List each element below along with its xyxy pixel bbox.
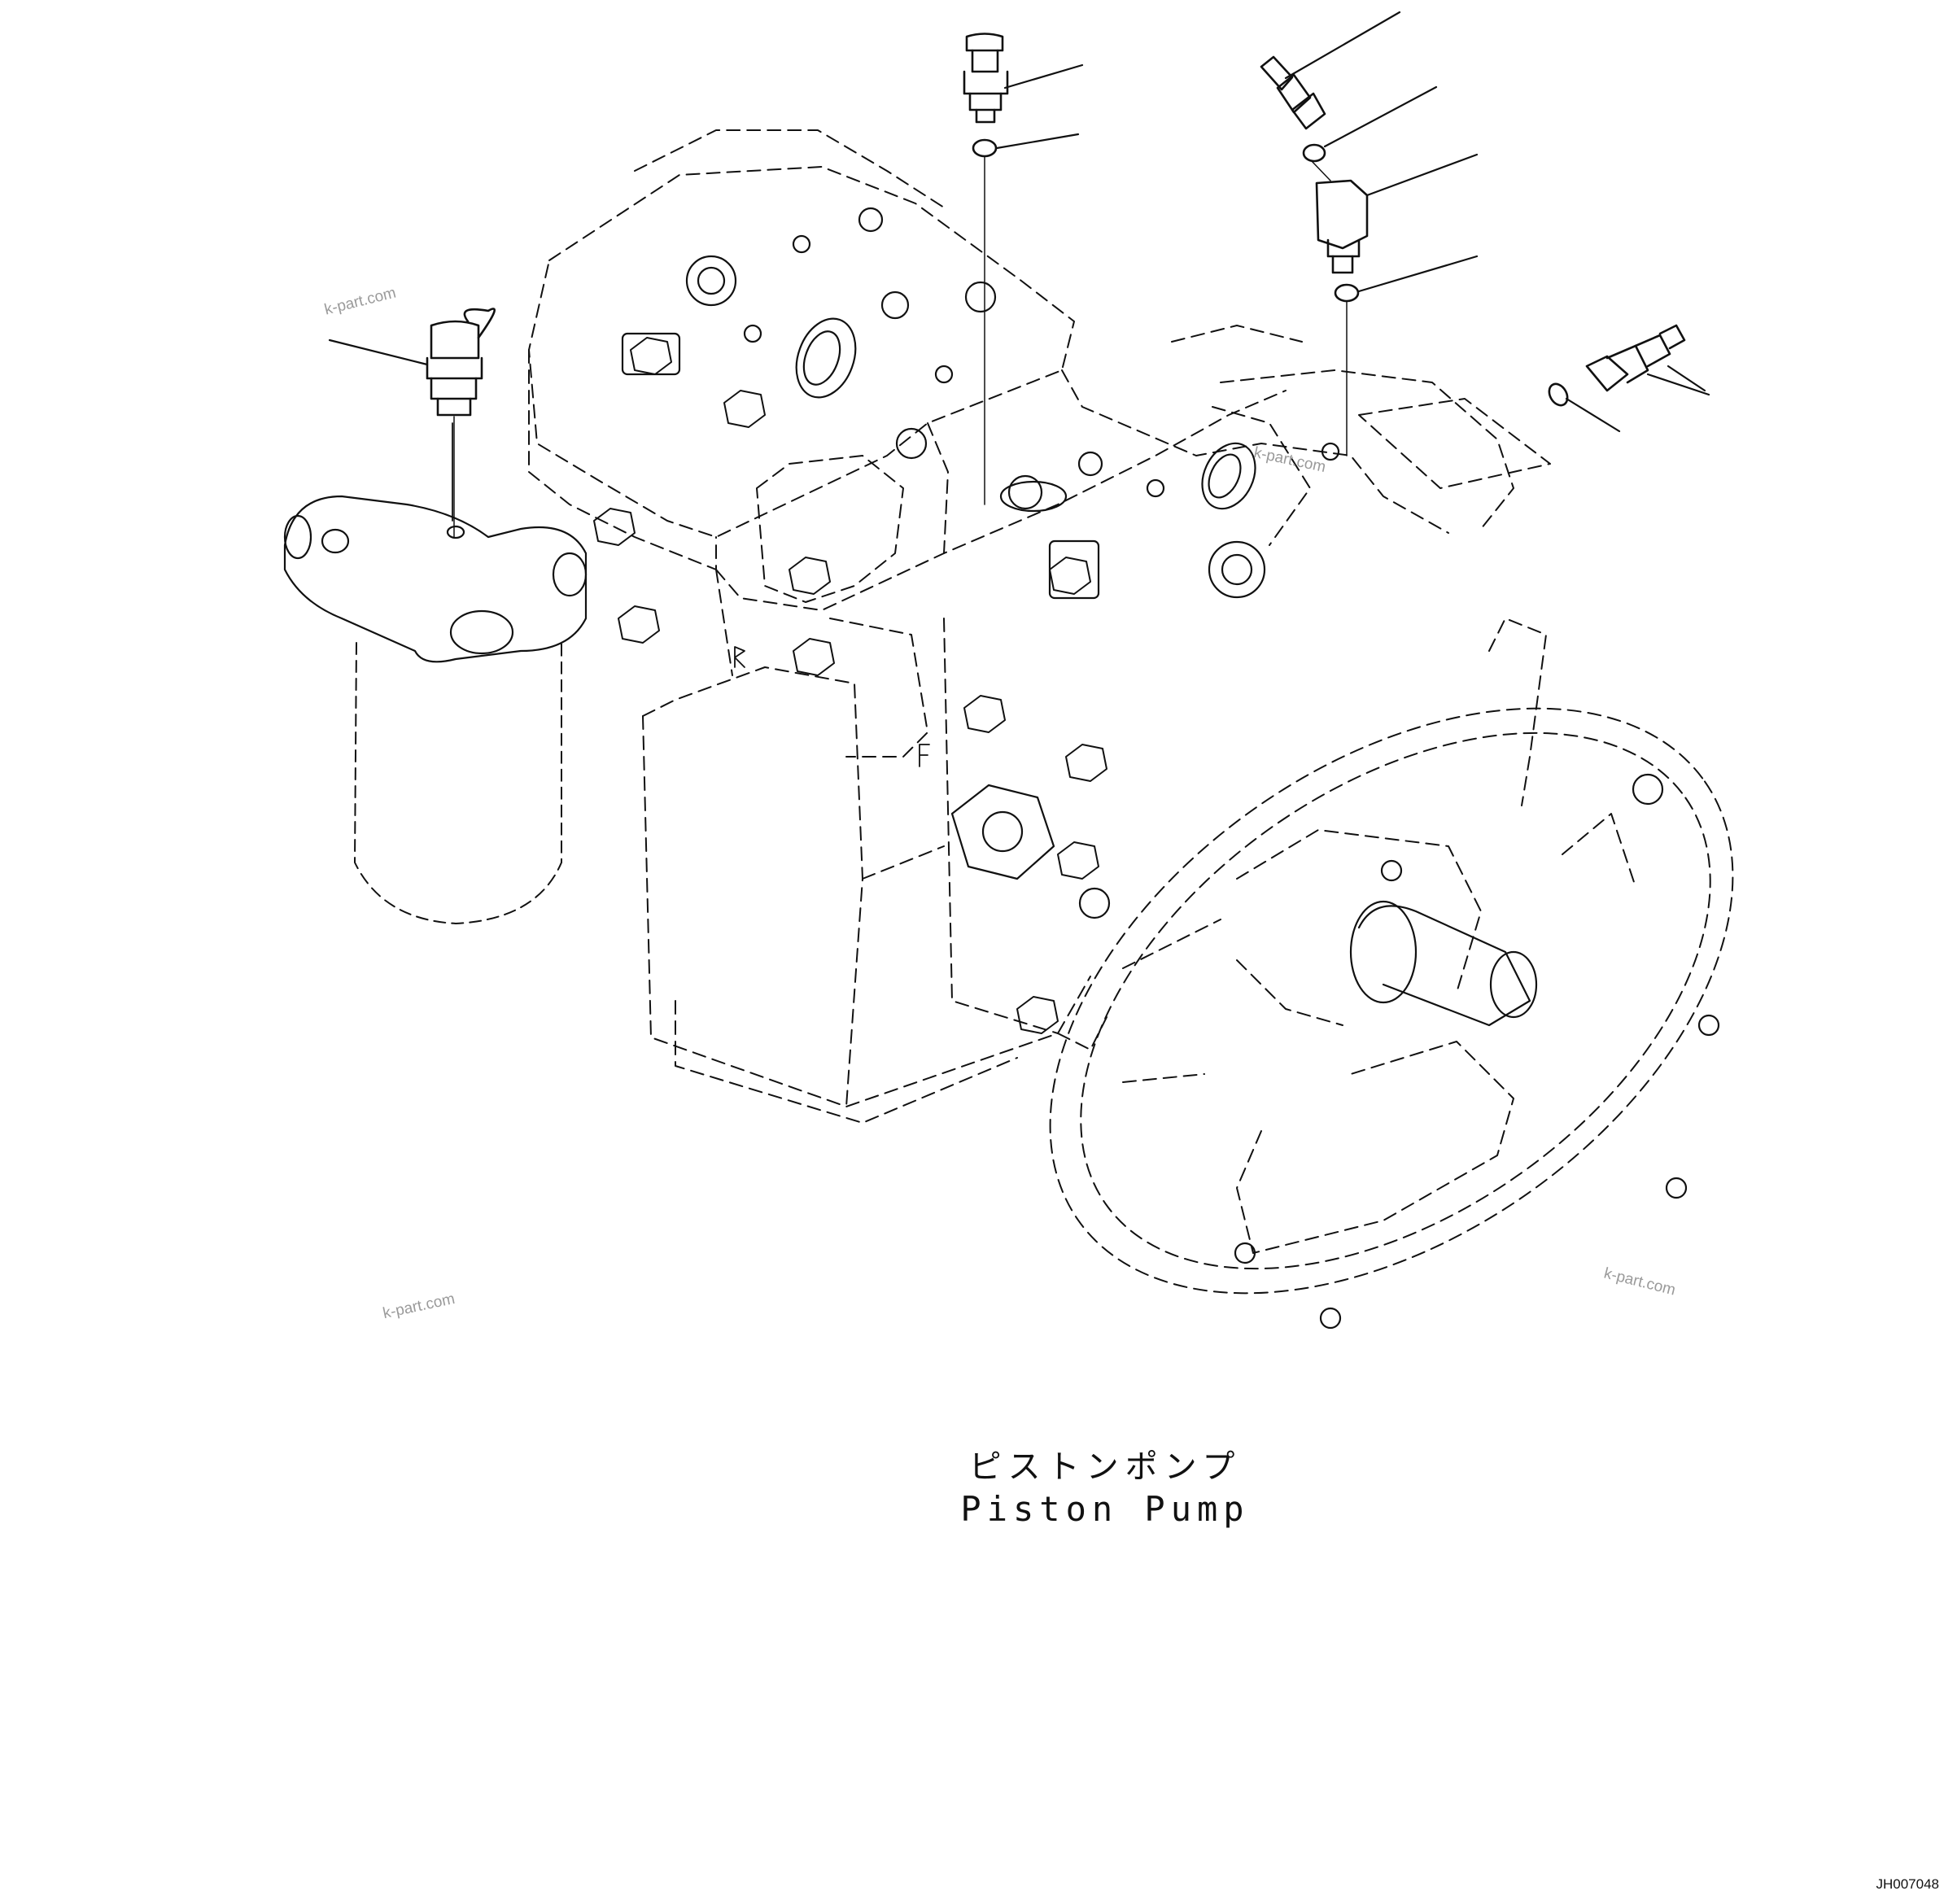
leader-lines xyxy=(328,11,1710,433)
figure-code: JH007048 xyxy=(1876,1876,1939,1892)
pump-body xyxy=(528,129,1734,1295)
diagram-title-english: Piston Pump xyxy=(960,1489,1250,1529)
o-ring-2 xyxy=(1302,143,1326,163)
o-ring-3 xyxy=(1334,283,1360,303)
diagram-title-japanese: ピストンポンプ xyxy=(968,1448,1242,1486)
pump-details xyxy=(283,207,1720,1330)
o-ring-4 xyxy=(1548,382,1569,407)
exploded-parts xyxy=(426,33,1686,417)
o-ring-1 xyxy=(972,138,998,158)
assembly-axes xyxy=(453,156,1348,538)
